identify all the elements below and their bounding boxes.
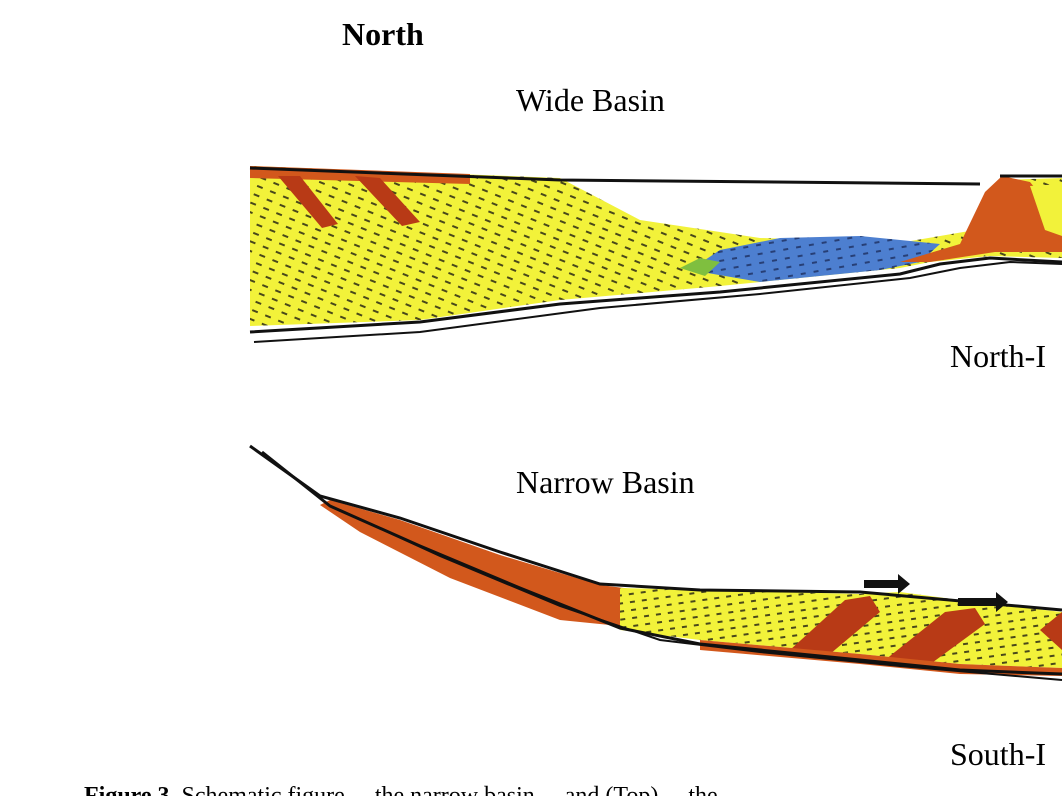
figure-number: Figure 3. xyxy=(84,783,176,796)
thrust-arrow-icon xyxy=(864,574,910,594)
figure-caption: Figure 3. Schematic figure ... the narro… xyxy=(84,784,742,796)
south-partial-label: South-I xyxy=(950,738,1046,770)
narrow-basin-carbonate-slope xyxy=(320,500,640,628)
figure-caption-text: Schematic figure ... the narrow basin ..… xyxy=(182,783,742,796)
